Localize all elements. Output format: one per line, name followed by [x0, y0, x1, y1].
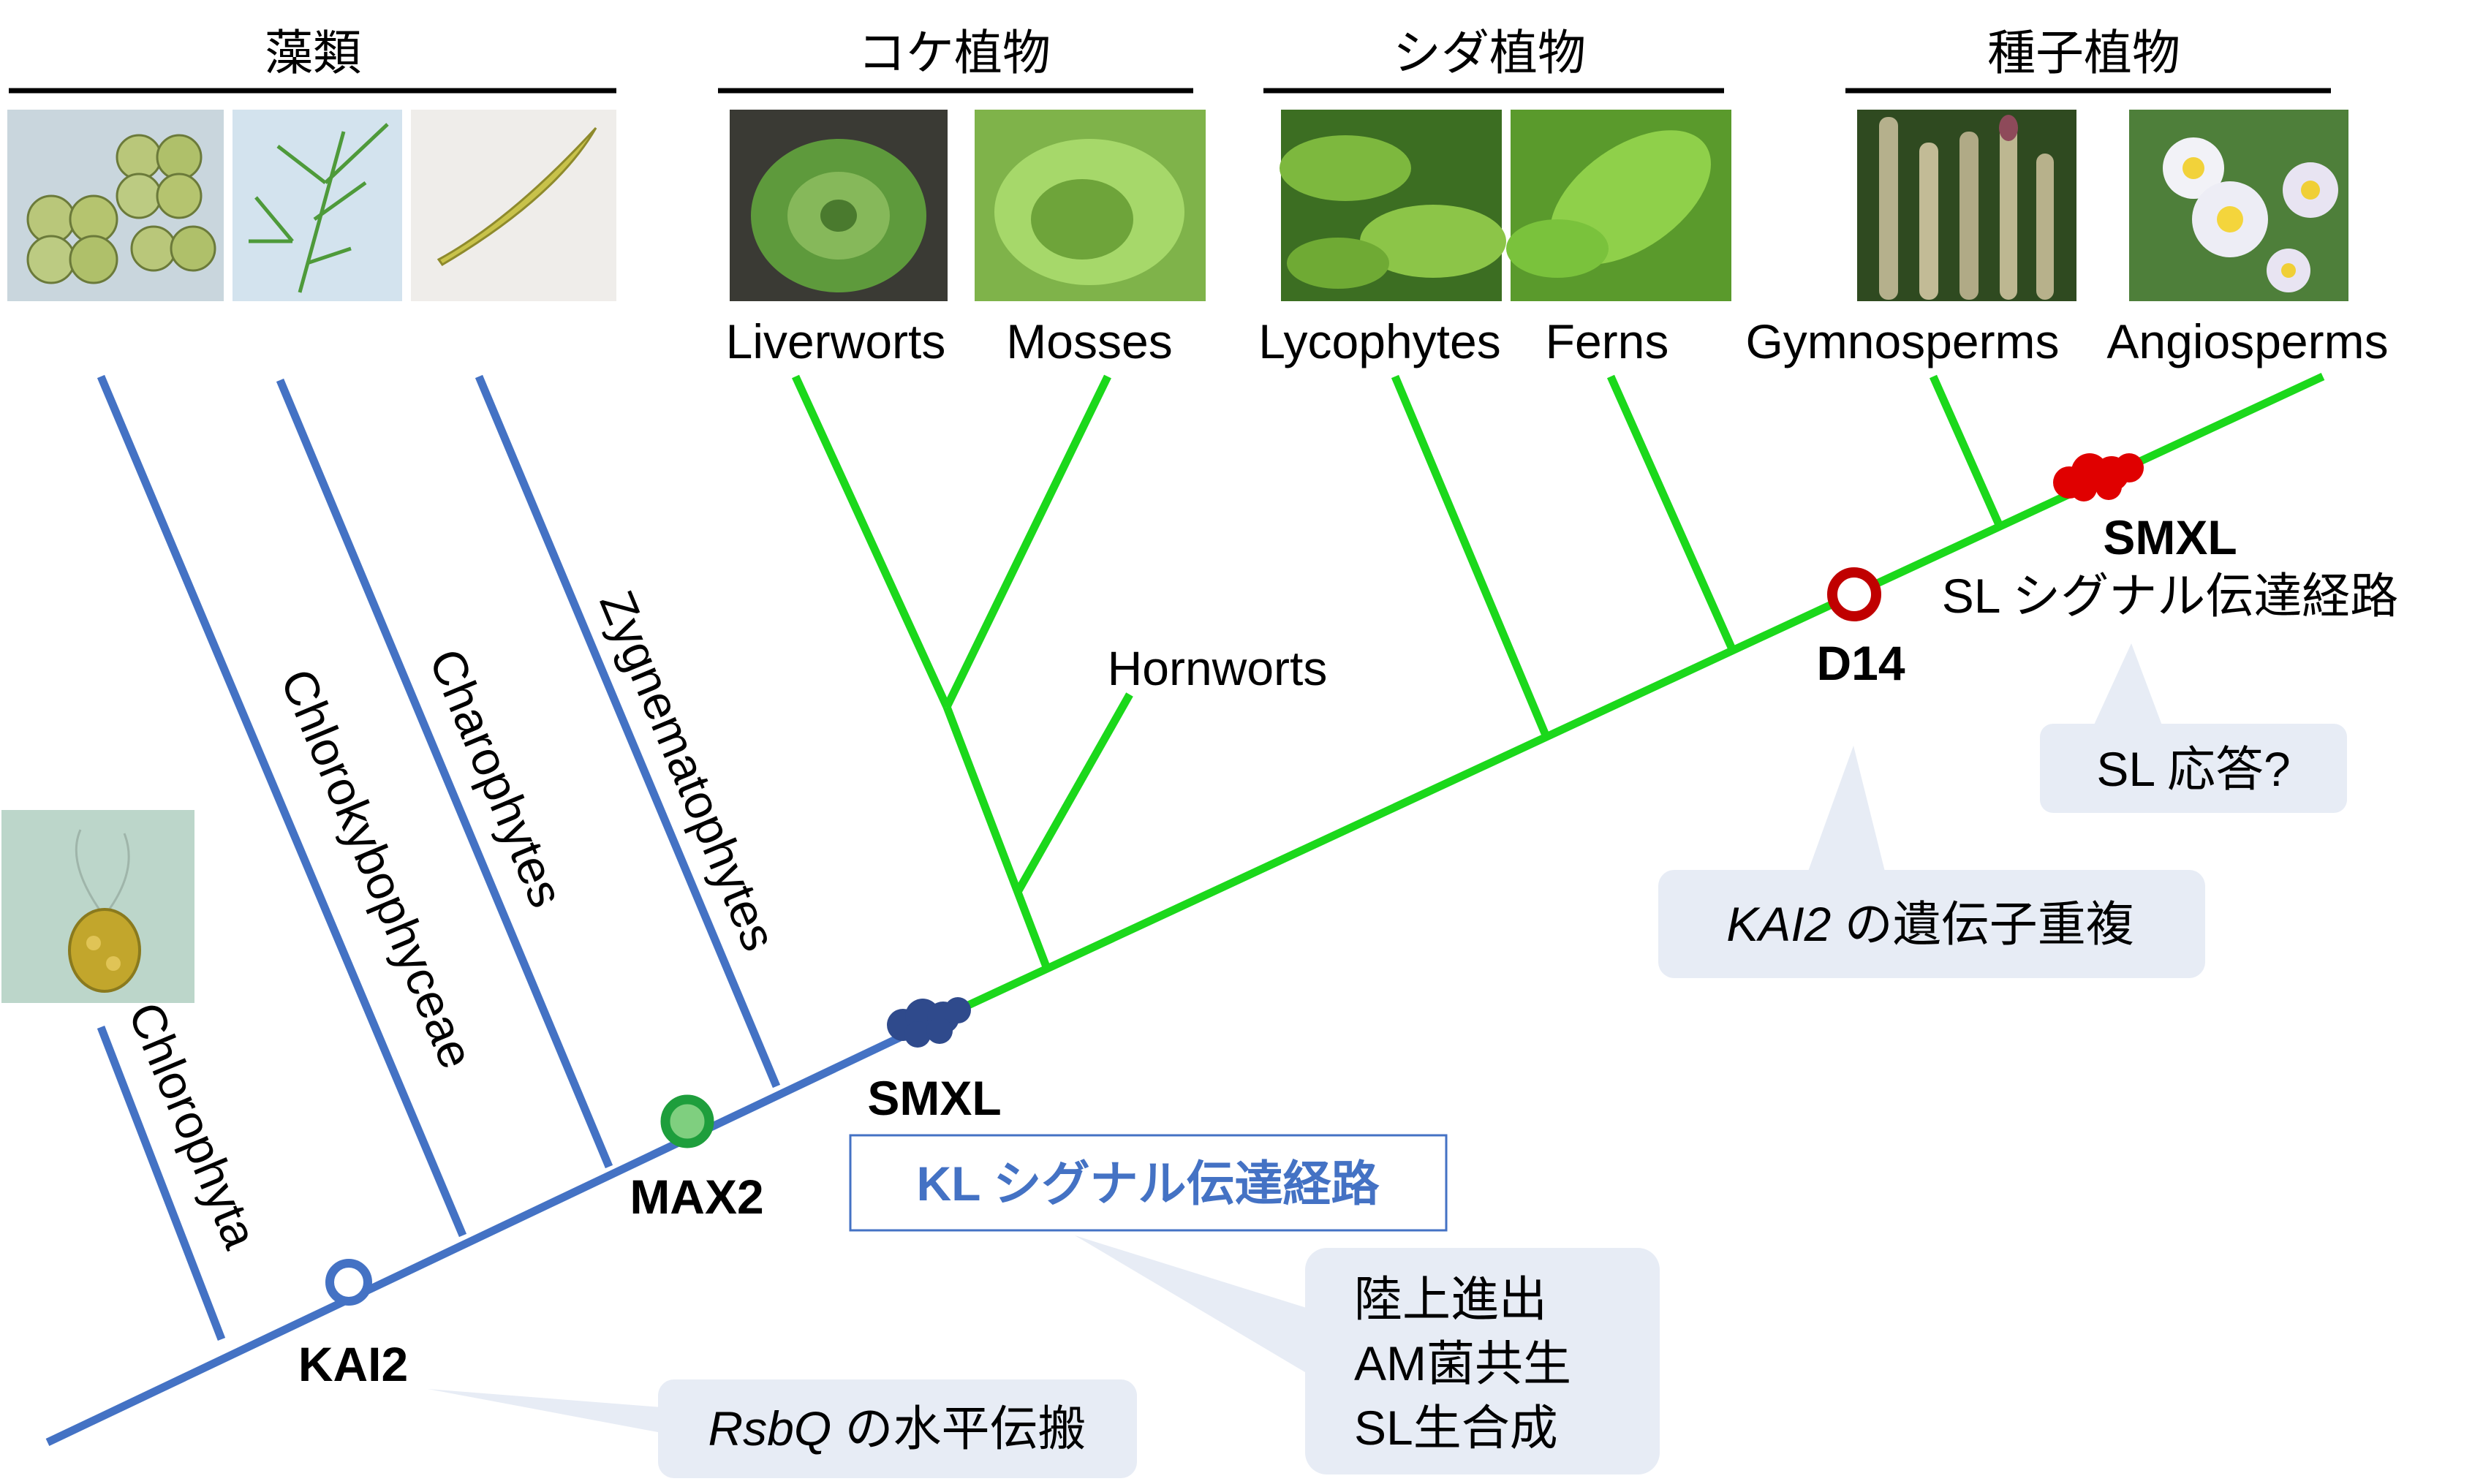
smxl-sl-label: SMXL — [2103, 510, 2237, 564]
algal-backbone — [45, 1013, 945, 1446]
land-callout: 陸上進出 AM菌共生 SL生合成 — [1075, 1235, 1660, 1474]
smxl-kl-marker — [887, 997, 971, 1048]
gene-labels: KAI2 MAX2 SMXL D14 SMXL — [298, 510, 2237, 1391]
callouts: RsbQ の水平伝搬 陸上進出 AM菌共生 SL生合成 KAI2 の遺伝子重複 … — [428, 643, 2347, 1478]
sl-pathway-label: SL シグナル伝達経路 — [1942, 569, 2399, 623]
pteridophytes-header: シダ植物 — [1393, 26, 1586, 80]
gene-markers — [325, 453, 2144, 1306]
algal-lineage — [45, 374, 945, 1446]
max2-marker — [660, 1094, 714, 1148]
algae-header: 藻類 — [265, 26, 361, 80]
liverwort-branch — [791, 374, 951, 709]
rsbq-callout-text: RsbQ の水平伝搬 — [708, 1401, 1086, 1455]
gymnosperms-label: Gymnosperms — [1745, 314, 2059, 368]
angiosperm-photo — [2129, 110, 2348, 301]
kai2-label: KAI2 — [298, 1337, 408, 1391]
moss-branch — [943, 374, 1111, 709]
lycophyte-photo — [1280, 110, 1506, 301]
smxl-kl-label: SMXL — [867, 1071, 1001, 1125]
chlorophyta-photo — [1, 810, 194, 1003]
smxl-sl-marker — [2053, 453, 2144, 501]
algae-photo-cells — [7, 110, 224, 301]
gymnosperm-branch — [1929, 374, 2004, 529]
liverworts-label: Liverworts — [726, 314, 946, 368]
algal-taxon-labels: Chlorophyta Chlorokybophyceae Charophyte… — [118, 583, 787, 1256]
kai2-duplication-text: KAI2 の遺伝子重複 — [1726, 897, 2134, 951]
hornwort-branch — [1014, 692, 1133, 894]
zygnematophytes-label: Zygnematophytes — [589, 583, 787, 958]
fern-branch — [1606, 374, 1737, 653]
land-callout-line-1: 陸上進出 — [1354, 1272, 1547, 1326]
lycophytes-label: Lycophytes — [1258, 314, 1500, 368]
land-callout-line-3: SL生合成 — [1354, 1401, 1558, 1455]
bryophytes-header: コケ植物 — [858, 26, 1051, 80]
gymnosperm-photo — [1857, 110, 2076, 301]
d14-marker — [1827, 567, 1881, 621]
fern-photo — [1506, 110, 1731, 301]
moss-photo — [975, 110, 1206, 301]
kl-pathway-label: KL シグナル伝達経路 — [916, 1156, 1380, 1211]
sl-response-callout: SL 応答? — [2040, 643, 2347, 813]
kl-pathway-box — [849, 1134, 1448, 1232]
ferns-label: Ferns — [1546, 314, 1669, 368]
lycophyte-branch — [1391, 374, 1551, 739]
chlorokybophyceae-branch — [97, 374, 467, 1238]
seed-plants-header: 種子植物 — [1987, 26, 2180, 80]
sl-response-text: SL 応答? — [2096, 742, 2290, 796]
pathway-labels: KL シグナル伝達経路 SL シグナル伝達経路 — [849, 569, 2399, 1232]
charophytes-branch — [276, 378, 613, 1169]
liverwort-photo — [730, 110, 948, 301]
chlorophyta-branch — [97, 1026, 226, 1341]
taxon-labels: Liverworts Mosses Lycophytes Ferns Gymno… — [726, 314, 2389, 695]
zygnematophytes-branch — [475, 374, 781, 1089]
max2-label: MAX2 — [630, 1170, 763, 1224]
group-headers: 藻類 コケ植物 シダ植物 種子植物 — [9, 26, 2331, 94]
kai2-duplication-callout: KAI2 の遺伝子重複 — [1658, 746, 2205, 978]
angiosperms-label: Angiosperms — [2106, 314, 2388, 368]
hornworts-label: Hornworts — [1108, 641, 1328, 695]
bryophyte-stem — [942, 705, 1051, 970]
algae-photo-closterium — [411, 110, 616, 301]
mosses-label: Mosses — [1006, 314, 1172, 368]
d14-label: D14 — [1816, 636, 1905, 690]
rsbq-callout: RsbQ の水平伝搬 — [428, 1379, 1137, 1478]
kai2-marker — [325, 1259, 372, 1306]
land-callout-line-2: AM菌共生 — [1354, 1336, 1571, 1390]
photos — [1, 110, 2348, 1003]
algae-photo-chara — [233, 110, 402, 301]
